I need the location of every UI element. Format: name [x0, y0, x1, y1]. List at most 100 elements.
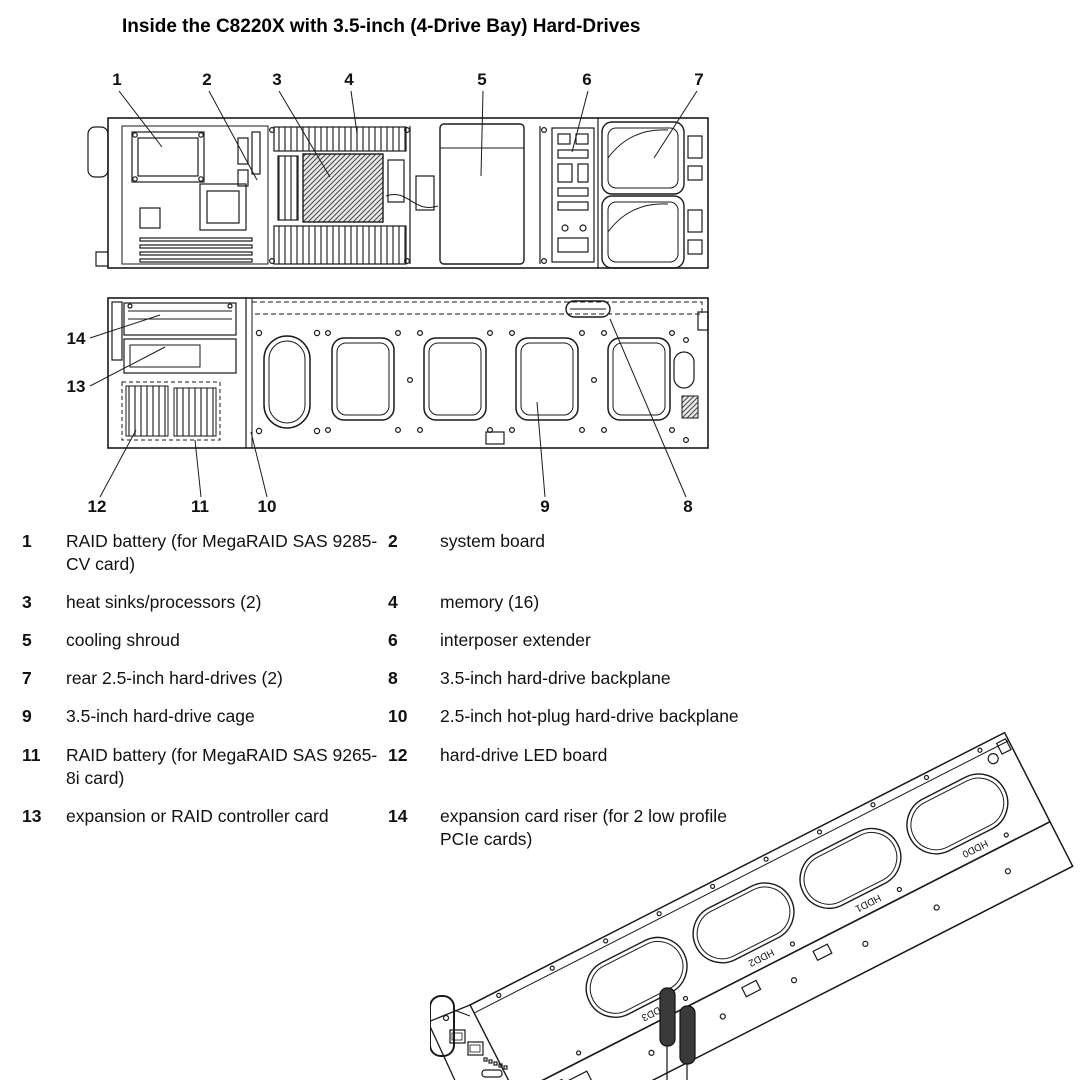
board-chip: [139, 207, 161, 229]
top-face-screws: [575, 832, 1009, 1056]
legend-number: 1: [22, 531, 32, 551]
dimm-slots-left: [139, 237, 253, 263]
leader-line-14: [89, 314, 161, 339]
callout-14: 14: [67, 329, 86, 348]
legend-text: 3.5-inch hard-drive cage: [66, 706, 255, 727]
vga-port: [481, 1069, 503, 1078]
sled-side-face: [514, 820, 1074, 1080]
card-connector-2: [679, 1005, 696, 1065]
legend-number: 9: [22, 706, 32, 727]
card-edge-connectors: [659, 987, 696, 1080]
riser-bracket: [111, 301, 123, 361]
callout-5: 5: [477, 70, 486, 89]
legend-number: 11: [22, 744, 41, 765]
legend-number: 3: [22, 592, 32, 613]
rail-screws: [496, 747, 983, 998]
chassis-outline: [107, 297, 709, 449]
system-board: [121, 125, 269, 265]
leader-line-5: [480, 90, 484, 177]
leader-line-2: [208, 90, 258, 181]
leader-line-9: [536, 401, 546, 498]
sled-top-face: [468, 731, 1052, 1080]
hdd2-label: HDD2: [746, 946, 776, 968]
hdd-labels: HDD0 HDD1 HDD2 HDD3: [639, 837, 989, 1023]
leader-line-4: [350, 90, 358, 134]
legend-number: 10: [388, 706, 408, 727]
callout-1: 1: [112, 70, 121, 89]
rear-connector: [687, 165, 703, 181]
raid-battery-1: [131, 131, 205, 183]
callout-numbers-top: 1 2 3 4 5 6 7: [112, 70, 703, 89]
leader-line-8: [609, 318, 687, 498]
callout-6: 6: [582, 70, 591, 89]
board-connector: [237, 169, 249, 187]
callout-4: 4: [344, 70, 354, 89]
legend-number: 12: [388, 744, 408, 765]
legend-text: memory (16): [440, 592, 540, 613]
legend-number: 2: [388, 531, 398, 551]
cable: [385, 194, 439, 208]
callout-10: 10: [258, 497, 277, 516]
ethernet-port-1-inner: [451, 1032, 463, 1041]
front-handle: [87, 126, 109, 178]
front-panel-ports: [442, 1014, 508, 1078]
isometric-chassis-drawing: HDD0 HDD1 HDD2 HDD3: [430, 731, 1074, 1080]
drive-cage-cutout-2: [423, 337, 487, 421]
legend-number: 7: [22, 668, 32, 689]
board-connector: [237, 137, 249, 165]
ethernet-port-2: [467, 1041, 484, 1056]
legend-text: rear 2.5-inch hard-drives (2): [66, 668, 283, 689]
drive-cage-cutout-3: [515, 337, 579, 421]
hdd0-bay: [906, 773, 1009, 855]
expansion-card-riser: [123, 302, 237, 336]
bottom-connector: [485, 431, 505, 445]
hard-drive-backplane: [251, 301, 703, 315]
ethernet-port-1: [449, 1029, 466, 1044]
legend-number: 4: [388, 592, 398, 613]
chassis-outline: [107, 117, 709, 269]
callout-7: 7: [694, 70, 703, 89]
legend-text: RAID battery (for MegaRAID SAS 9285-CV c…: [66, 531, 378, 575]
leader-lines-cage: [89, 314, 687, 498]
legend-text: expansion card riser (for 2 low profile …: [440, 805, 727, 849]
legend-text: expansion or RAID controller card: [66, 805, 329, 826]
front-latch: [95, 251, 108, 267]
memory-bank-bottom: [273, 225, 407, 265]
callout-9: 9: [540, 497, 549, 516]
legend-text: 2.5-inch hot-plug hard-drive backplane: [440, 706, 739, 727]
rear-connector: [687, 209, 703, 233]
callout-11: 11: [191, 497, 209, 516]
callout-numbers-cage: 14 13 12 11 10 9 8: [67, 329, 693, 516]
hdd0-label: HDD0: [960, 837, 990, 859]
hdd2-bay: [692, 882, 795, 964]
legend-text: hard-drive LED board: [440, 744, 608, 765]
legend-number: 8: [388, 668, 398, 689]
leader-line-6: [571, 90, 589, 153]
legend-number: 5: [22, 630, 32, 651]
hdd1-label: HDD1: [853, 892, 883, 914]
leader-line-7: [653, 90, 698, 159]
screw-holes: [127, 303, 689, 444]
chassis-top-view: [87, 117, 709, 269]
right-hatched-block: [681, 395, 699, 419]
chassis-cage-view: [107, 297, 709, 449]
callout-12: 12: [88, 497, 107, 516]
right-oval-cutout: [673, 351, 695, 389]
legend-text: heat sinks/processors (2): [66, 592, 262, 613]
leader-line-13: [89, 346, 166, 387]
leader-line-1: [118, 90, 163, 148]
rear-drive-bay-1: [601, 121, 685, 195]
ethernet-port-2-inner: [469, 1044, 481, 1053]
expansion-card: [123, 338, 237, 374]
legend-number: 13: [22, 805, 42, 826]
drive-cage-cutout-1: [331, 337, 395, 421]
rear-drive-bay-2: [601, 195, 685, 269]
power-led: [442, 1014, 450, 1022]
card-connector-1: [659, 987, 676, 1047]
drive-cage-cutout-4: [607, 337, 671, 421]
cage-oval-cutout: [263, 335, 311, 429]
interposer-extender: [551, 127, 595, 263]
callout-2: 2: [202, 70, 211, 89]
legend-text: system board: [440, 531, 546, 551]
